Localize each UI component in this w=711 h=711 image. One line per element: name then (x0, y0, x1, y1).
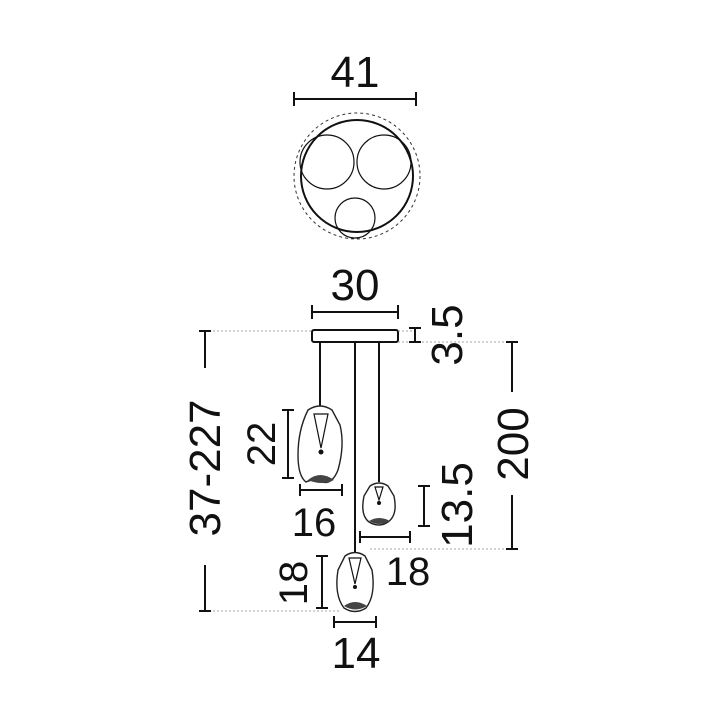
top-view: 41 (293, 48, 421, 240)
shade-bottom-height-label: 18 (272, 561, 316, 606)
top-diameter-label: 41 (331, 48, 380, 97)
top-shade-circle-right (356, 134, 412, 190)
canopy-width-label: 30 (331, 261, 380, 310)
canopy-height-label: 3.5 (423, 304, 472, 365)
shade-right-width-label: 18 (386, 550, 431, 594)
shade-bottom-width-label: 14 (332, 629, 381, 678)
cable-length-label: 200 (489, 407, 538, 480)
shade-right-inner-cone (374, 486, 384, 503)
shade-left-height-label: 22 (240, 422, 284, 467)
ceiling-canopy (311, 329, 399, 343)
shade-bottom-bottom-shadow (344, 602, 367, 610)
shade-bottom (336, 551, 374, 613)
shade-left-bulb (318, 449, 324, 455)
top-canopy-circle (300, 119, 414, 233)
total-height-label: 37-227 (181, 399, 230, 536)
shade-left-width-label: 16 (292, 501, 337, 545)
shade-left-inner-cone (313, 413, 329, 449)
shade-right-height-label: 13.5 (433, 462, 482, 548)
shade-bottom-inner-cone (348, 557, 362, 585)
shade-bottom-bulb (353, 585, 357, 589)
side-view: 30 3.5 (181, 261, 538, 678)
shade-right-bottom-shadow (369, 518, 390, 524)
shade-right (362, 482, 396, 526)
top-outer-dashed-circle (293, 112, 421, 240)
top-shade-circle-bottom (334, 197, 376, 239)
shade-right-bulb (377, 501, 381, 505)
shade-left-bottom-shadow (308, 475, 334, 483)
shade-left (297, 405, 343, 484)
top-shade-circle-left (299, 134, 355, 190)
